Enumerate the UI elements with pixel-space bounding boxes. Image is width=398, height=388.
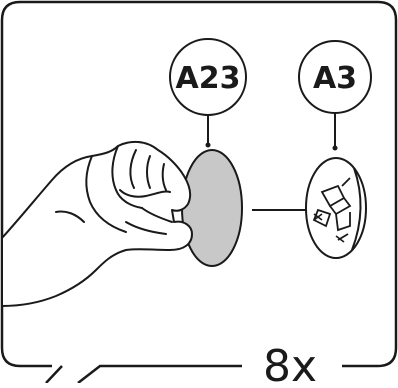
leader-dot-a3 <box>332 145 338 151</box>
quantity-label: 8x <box>263 341 317 383</box>
leader-dot-a23 <box>205 142 211 148</box>
hand-icon <box>1 140 193 307</box>
callout-label-a23: A23 <box>176 61 241 96</box>
callout-frame-tail <box>45 364 242 384</box>
callout-frame <box>0 0 398 368</box>
part-callout-a3: A3 <box>298 40 372 151</box>
screw-cap-icon <box>305 157 367 259</box>
round-adhesive-pad-icon <box>181 149 243 267</box>
callout-label-a3: A3 <box>313 61 357 96</box>
part-callout-a23: A23 <box>169 38 247 148</box>
